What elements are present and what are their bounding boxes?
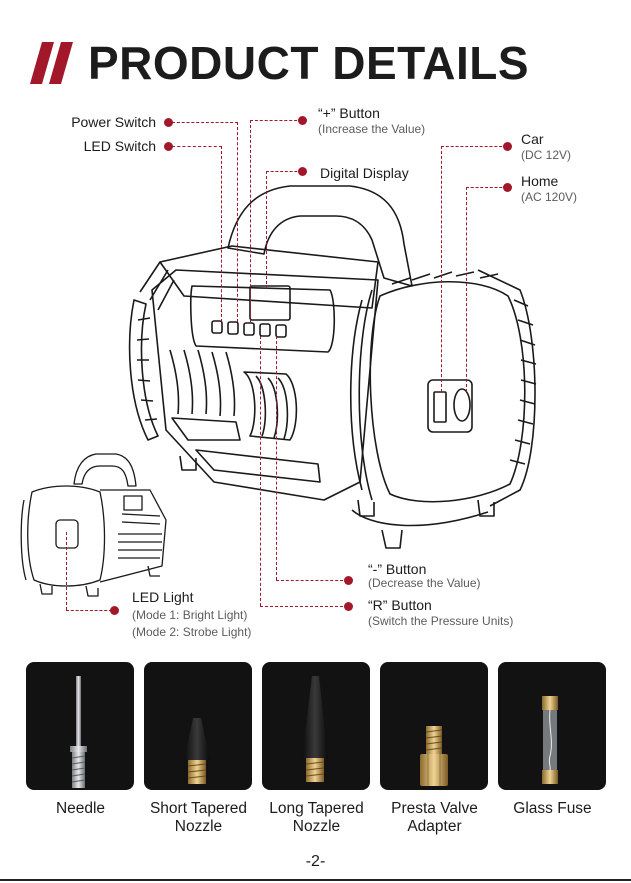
needle-image <box>70 676 87 788</box>
accessory-card-needle <box>26 662 134 790</box>
leader-plus-button-v <box>250 120 251 322</box>
caption-long-tapered-nozzle: Long Tapered Nozzle <box>269 800 364 835</box>
long-tapered-nozzle-image <box>302 676 328 782</box>
label-home: Home <box>521 173 559 189</box>
accessory-card-short-tapered-nozzle <box>144 662 252 790</box>
label-led-switch: LED Switch <box>83 138 156 154</box>
accessory-card-glass-fuse <box>498 662 606 790</box>
label-minus-button-note: (Decrease the Value) <box>368 576 481 590</box>
leader-plus-button <box>250 120 302 121</box>
leader-r-button-v <box>260 336 261 606</box>
leader-led-light <box>66 610 112 611</box>
label-car: Car <box>521 131 544 147</box>
leader-home-v <box>466 187 467 392</box>
label-led-light: LED Light <box>132 589 194 605</box>
leader-home <box>466 187 507 188</box>
leader-led-switch-v <box>221 146 222 322</box>
leader-digital-display <box>266 171 302 172</box>
leader-minus-button <box>276 580 348 581</box>
label-minus-button: “-” Button <box>368 561 427 577</box>
callout-dot-power-switch <box>164 118 173 127</box>
presta-valve-adapter-image <box>420 726 448 786</box>
label-digital-display: Digital Display <box>320 165 409 181</box>
label-r-button-note: (Switch the Pressure Units) <box>368 614 514 628</box>
accessory-card-presta-valve-adapter <box>380 662 488 790</box>
label-plus-button: “+” Button <box>318 105 380 121</box>
accessory-card-long-tapered-nozzle <box>262 662 370 790</box>
label-car-note: (DC 12V) <box>521 148 572 162</box>
glass-fuse-image <box>542 696 558 784</box>
callout-dot-digital-display <box>298 167 307 176</box>
leader-power-switch-v <box>237 122 238 322</box>
page-title: PRODUCT DETAILS <box>88 37 530 89</box>
leader-minus-button-v <box>276 336 277 580</box>
caption-presta-valve-adapter: Presta Valve Adapter <box>391 800 478 835</box>
label-plus-button-note: (Increase the Value) <box>318 122 426 136</box>
label-r-button: “R” Button <box>368 597 432 613</box>
caption-short-tapered-nozzle: Short Tapered Nozzle <box>149 800 248 835</box>
callout-dot-plus-button <box>298 116 307 125</box>
leader-car <box>441 146 507 147</box>
callout-dot-led-switch <box>164 142 173 151</box>
caption-glass-fuse: Glass Fuse <box>513 800 592 817</box>
short-tapered-nozzle-image <box>184 718 210 784</box>
callout-dot-minus-button <box>344 576 353 585</box>
label-power-switch: Power Switch <box>71 114 156 130</box>
page-header: PRODUCT DETAILS <box>30 38 529 88</box>
callout-dot-car <box>503 142 512 151</box>
callout-dot-home <box>503 183 512 192</box>
label-led-mode-2: (Mode 2: Strobe Light) <box>132 625 252 639</box>
leader-r-button <box>260 606 348 607</box>
callout-dot-r-button <box>344 602 353 611</box>
label-home-note: (AC 120V) <box>521 190 578 204</box>
leader-power-switch <box>172 122 238 123</box>
air-compressor-diagram <box>20 185 537 597</box>
leader-led-switch <box>172 146 222 147</box>
callout-dot-led-light <box>110 606 119 615</box>
caption-needle: Needle <box>55 800 106 817</box>
accessory-cards: Needle Short Tapered Nozzle Long Tapered… <box>26 662 610 835</box>
leader-car-v <box>441 146 442 392</box>
leader-digital-display-v <box>266 171 267 289</box>
double-slash-icon <box>30 42 73 84</box>
label-led-mode-1: (Mode 1: Bright Light) <box>132 608 248 622</box>
leader-led-light-v <box>66 532 67 610</box>
footer-rule <box>0 879 631 881</box>
page-number: -2- <box>305 853 326 870</box>
